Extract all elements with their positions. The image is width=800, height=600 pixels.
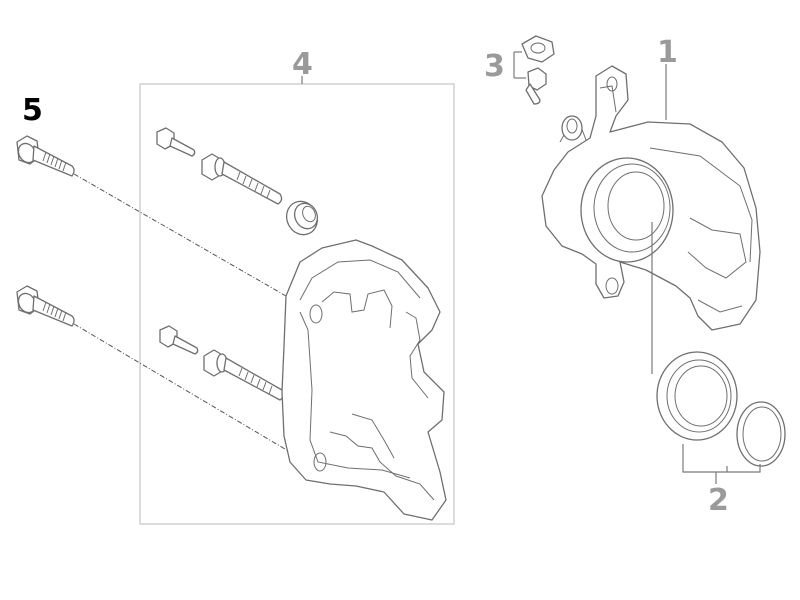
callout-part-2: 2: [708, 483, 729, 518]
part-4-guide-pin-upper-short: [156, 127, 196, 157]
callout-part-1: 1: [657, 35, 678, 70]
bolt-1-axis-line: [73, 173, 287, 297]
part-3-bleeder-screw: [525, 67, 547, 105]
part-4-carrier-bracket: [281, 239, 447, 521]
bolt-2-axis-line: [73, 323, 291, 453]
part-5-upper-bolt: [16, 135, 75, 177]
part-4-group-frame: [139, 83, 455, 525]
part-3-bleeder-cap: [521, 35, 555, 63]
part-4-guide-pin-lower-short: [159, 325, 199, 355]
part-4-guide-pin-lower-long: [203, 349, 285, 401]
part-2-piston-seal: [736, 401, 786, 467]
part-1-caliper-body: [541, 65, 761, 331]
part-4-guide-pin-boot: [285, 200, 319, 236]
callout-part-5: 5: [22, 93, 43, 128]
callout-part-4: 4: [292, 47, 313, 82]
part-5-lower-bolt: [16, 285, 75, 327]
part-2-bracket: [682, 444, 761, 484]
callout-part-3: 3: [484, 49, 505, 84]
part-4-guide-pin-upper-long: [201, 153, 283, 205]
part-2-dust-boot: [656, 351, 738, 441]
